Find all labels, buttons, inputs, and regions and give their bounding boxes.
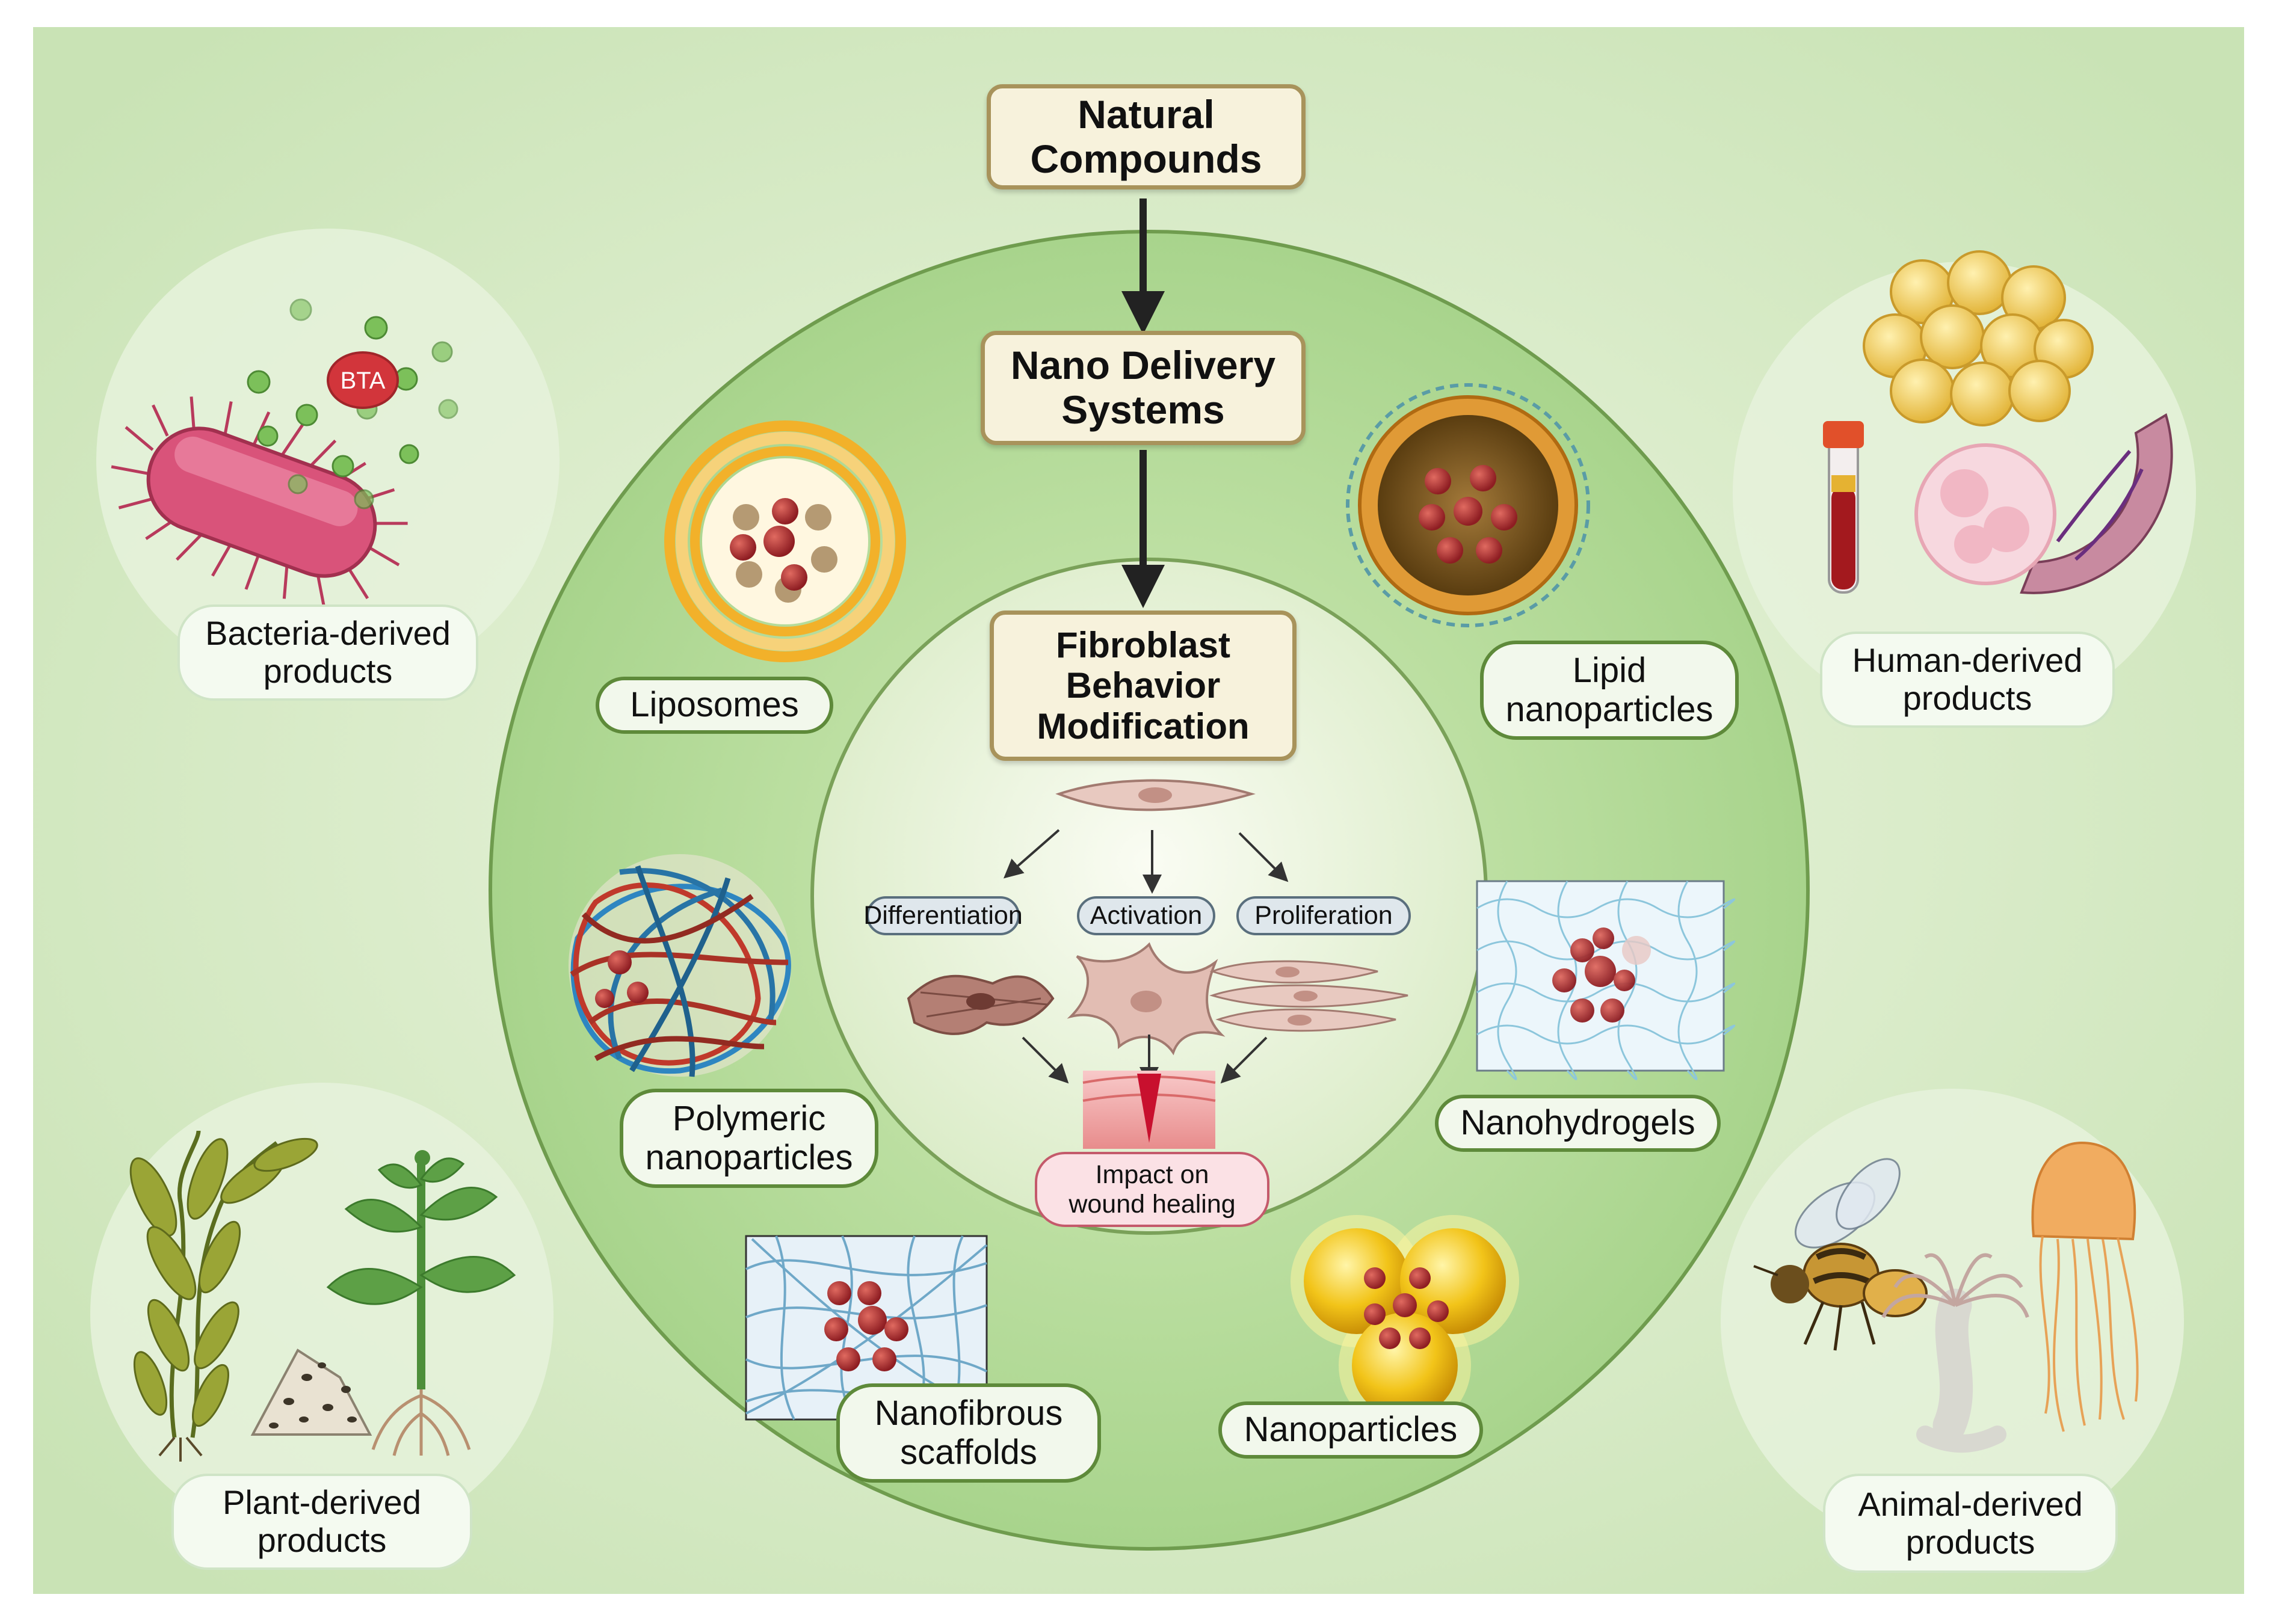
differentiated-cell-icon	[907, 974, 1055, 1035]
animal-derived-label: Animal-derived products	[1823, 1474, 2118, 1573]
bacterium-icon	[111, 298, 458, 605]
polymeric-line-2: nanoparticles	[645, 1137, 853, 1177]
human-derived-label: Human-derived products	[1820, 632, 2115, 728]
differentiation-text: Differentiation	[863, 901, 1023, 930]
nanohydrogels-label: Nanohydrogels	[1435, 1095, 1721, 1152]
natural-compounds-box: Natural Compounds	[987, 84, 1306, 189]
plant-icon	[129, 1130, 516, 1462]
human-label-line-2: products	[1902, 679, 2032, 717]
plant-label-line-1: Plant-derived	[223, 1483, 421, 1522]
activation-label: Activation	[1077, 896, 1215, 935]
lipid-line-2: nanoparticles	[1505, 689, 1713, 729]
bta-badge: BTA	[328, 358, 398, 404]
animal-icon	[1753, 1141, 2139, 1453]
liposomes-text: Liposomes	[630, 685, 799, 725]
impact-arrows	[1022, 1035, 1268, 1086]
nanofibrous-scaffolds-label: Nanofibrous scaffolds	[836, 1383, 1101, 1483]
nanohydrogel-icon	[1476, 880, 1736, 1080]
nanofibrous-line-1: Nanofibrous	[874, 1393, 1063, 1433]
bta-badge-text: BTA	[340, 367, 386, 394]
impact-line-2: wound healing	[1069, 1189, 1236, 1219]
animal-label-line-2: products	[1905, 1522, 2035, 1561]
animal-label-line-1: Animal-derived	[1858, 1484, 2083, 1523]
polymeric-nanoparticles-label: Polymeric nanoparticles	[620, 1089, 878, 1188]
nanofibrous-line-2: scaffolds	[900, 1432, 1037, 1472]
proliferation-label: Proliferation	[1236, 896, 1411, 935]
impact-on-wound-healing-label: Impact on wound healing	[1035, 1152, 1269, 1227]
natural-compounds-line-2: Compounds	[1030, 136, 1262, 181]
fibroblast-line-1: Fibroblast	[1055, 625, 1230, 666]
human-label-line-1: Human-derived	[1852, 641, 2083, 680]
bacteria-derived-label: Bacteria-derived products	[177, 604, 478, 701]
nanoparticle-cluster-icon	[1291, 1215, 1519, 1432]
fibroblast-line-3: Modification	[1037, 706, 1250, 746]
polymeric-line-1: Polymeric	[672, 1098, 826, 1138]
wound-icon	[1082, 1071, 1216, 1149]
nanohydrogels-text: Nanohydrogels	[1460, 1103, 1695, 1143]
nano-delivery-systems-box: Nano Delivery Systems	[981, 331, 1306, 445]
differentiation-label: Differentiation	[863, 896, 1023, 935]
natural-compounds-line-1: Natural	[1078, 91, 1215, 137]
nanoparticles-label: Nanoparticles	[1218, 1401, 1483, 1459]
plant-label-line-2: products	[257, 1521, 387, 1559]
nano-delivery-line-2: Systems	[1061, 387, 1225, 432]
activation-text: Activation	[1090, 901, 1203, 930]
polymeric-nanoparticle-icon	[569, 854, 791, 1077]
human-products-icon	[1823, 250, 2173, 594]
bacteria-label-line-1: Bacteria-derived	[205, 614, 451, 653]
lipid-nanoparticle-icon	[1346, 383, 1590, 627]
proliferating-cells-icon	[1209, 960, 1408, 1032]
bacteria-label-line-2: products	[263, 652, 393, 690]
fibroblast-cell-icon	[1055, 779, 1256, 811]
lipid-nanoparticles-label: Lipid nanoparticles	[1480, 641, 1739, 740]
fibroblast-behavior-box: Fibroblast Behavior Modification	[990, 611, 1297, 761]
liposomes-label: Liposomes	[596, 677, 833, 734]
behavior-arrows	[1003, 829, 1289, 894]
lipid-line-1: Lipid	[1572, 650, 1647, 690]
plant-derived-label: Plant-derived products	[171, 1474, 472, 1570]
proliferation-text: Proliferation	[1254, 901, 1393, 930]
nano-delivery-line-1: Nano Delivery	[1010, 343, 1276, 388]
liposome-icon	[664, 420, 906, 662]
fibroblast-line-2: Behavior	[1066, 665, 1221, 706]
impact-line-1: Impact on	[1095, 1160, 1209, 1190]
nanoparticles-text: Nanoparticles	[1244, 1410, 1458, 1450]
